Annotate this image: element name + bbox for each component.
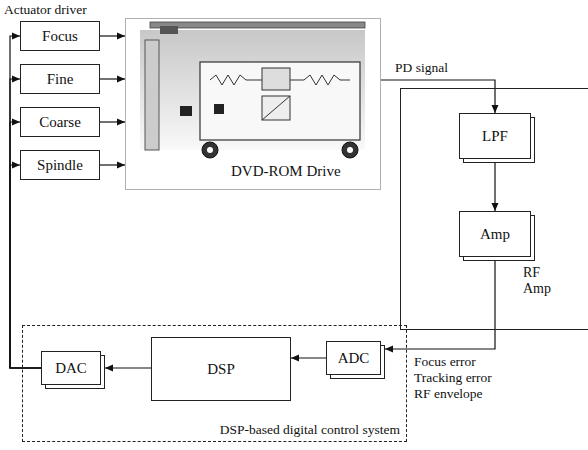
signal-name: Focus error (414, 354, 476, 370)
coil (214, 104, 224, 114)
drive-box: DVD-ROM Drive (125, 18, 381, 190)
arrowhead (117, 119, 125, 126)
connector (492, 163, 499, 211)
filter-box: LPF (459, 113, 531, 159)
connector (385, 261, 495, 353)
box-label: DSP (207, 361, 235, 378)
connector-line (385, 261, 495, 349)
arrowhead (117, 33, 125, 40)
top-rail (150, 22, 365, 28)
region-label: DVD-ROM Drive (231, 163, 341, 180)
wheel-hub (207, 147, 213, 153)
arrowhead (12, 33, 20, 40)
spring (290, 75, 350, 85)
box-label: Fine (47, 71, 74, 88)
box-label: Spindle (37, 157, 83, 174)
signal-name: Tracking error (414, 370, 492, 386)
connector (381, 80, 499, 113)
rf-amp-board: RF Amp LPF Amp (400, 88, 588, 330)
spindle-column (145, 40, 159, 150)
box-label: DAC (55, 360, 87, 377)
arrowhead (117, 162, 125, 169)
connector (291, 355, 326, 362)
wheel (342, 142, 358, 158)
prism-face (262, 96, 290, 120)
driver-box: Coarse (20, 107, 100, 137)
connector (100, 119, 125, 126)
connector (105, 365, 151, 372)
connector-line (381, 80, 495, 113)
prism (262, 96, 290, 120)
box-label: ADC (338, 350, 370, 367)
lens-holder (262, 68, 290, 90)
driver-box: Focus (20, 21, 100, 51)
box-label: LPF (482, 128, 508, 145)
connector (100, 162, 125, 169)
region-label: RF Amp (523, 265, 551, 297)
driver-box: Fine (20, 64, 100, 94)
connector (100, 76, 125, 83)
coil (180, 106, 192, 116)
converter-box: DAC (41, 351, 101, 385)
box-label: Coarse (39, 114, 81, 131)
region-label: DSP-based digital control system (220, 422, 400, 438)
carriage-body (200, 62, 360, 140)
box-label: Focus (42, 28, 78, 45)
box-label: Amp (480, 226, 510, 243)
drive-shading (140, 30, 365, 150)
wheel (202, 142, 218, 158)
arrowhead (492, 105, 499, 113)
control-system-frame: DSP-based digital control system DAC DSP AD… (22, 325, 407, 442)
arrowhead (117, 76, 125, 83)
wheel-hub (347, 147, 353, 153)
arrowhead (385, 346, 393, 353)
converter-box: ADC (326, 341, 381, 375)
spring (210, 75, 262, 85)
driver-box: Spindle (20, 150, 100, 180)
arrowhead (12, 76, 20, 83)
connector (100, 33, 125, 40)
arrowhead (12, 119, 20, 126)
arrowhead (492, 203, 499, 211)
connector (10, 162, 41, 369)
arrowhead (291, 355, 299, 362)
arrowhead (105, 365, 113, 372)
arrowhead (12, 162, 20, 169)
group-label: Actuator driver (4, 2, 87, 18)
connector-line (10, 165, 41, 368)
processor-box: DSP (151, 337, 291, 401)
rail-block (160, 26, 178, 34)
signal-name: RF envelope (414, 386, 483, 402)
amplifier-box: Amp (459, 211, 531, 257)
signal-name: PD signal (393, 60, 450, 76)
